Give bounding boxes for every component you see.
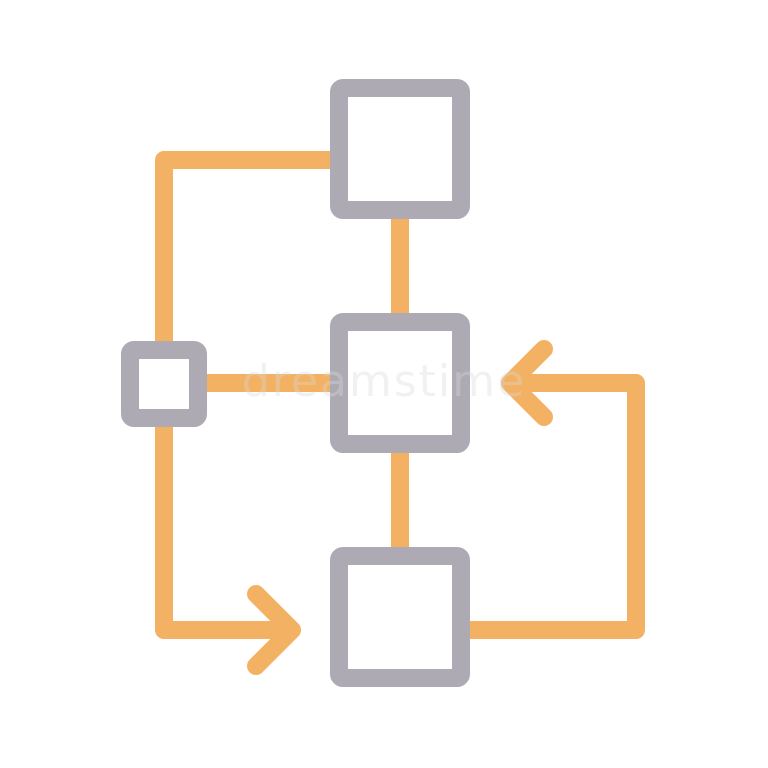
arrow-head-left	[501, 340, 553, 426]
connector-top-to-left	[155, 151, 339, 353]
left-small-box	[121, 341, 207, 427]
connector-left-to-bottom	[155, 415, 299, 639]
middle-box	[330, 313, 470, 453]
arrow-head-right	[247, 585, 301, 675]
top-box	[330, 79, 470, 219]
connector-bottom-to-middle-loop	[461, 374, 645, 639]
bottom-box	[330, 547, 470, 687]
